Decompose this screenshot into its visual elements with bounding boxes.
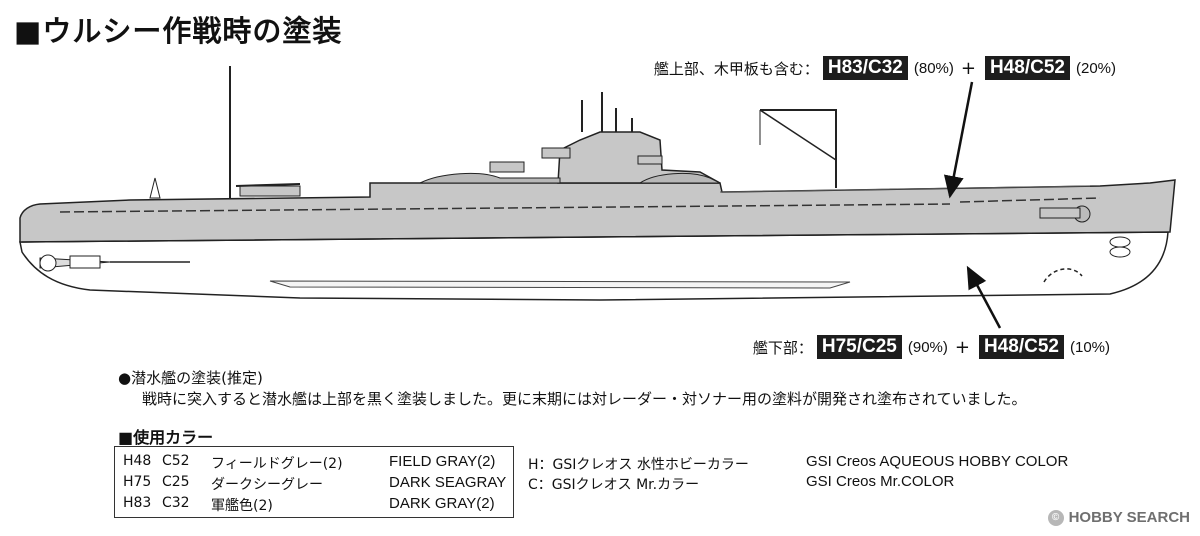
notes-body: 戦時に突入すると潜水艦は上部を黒く塗装しました。更に末期には対レーダー・対ソナー… (142, 390, 1027, 408)
bow-deck-line (719, 185, 1091, 193)
color-table: H48 C52 フィールドグレー(2) FIELD GRAY(2) H75 C2… (114, 446, 514, 518)
color-en-name: FIELD GRAY(2) (389, 453, 496, 470)
deck-dash-line-2 (959, 197, 1101, 203)
lower-hull (19, 231, 1169, 301)
lower-callout-label: 艦下部： (752, 338, 813, 357)
watermark-text: HOBBY SEARCH (1068, 509, 1190, 526)
upper-pct-2: (20%) (1075, 59, 1116, 77)
crane (760, 109, 837, 188)
color-jp-name: 軍艦色(2) (211, 498, 273, 514)
notes-heading: ●潜水艦の塗装(推定) (118, 369, 263, 387)
tower-gun-1 (489, 161, 525, 173)
color-jp-name: フィールドグレー(2) (211, 456, 343, 472)
color-h-code: H75 (123, 474, 152, 490)
upper-plus: + (960, 57, 976, 79)
propeller (39, 254, 57, 272)
watermark: © HOBBY SEARCH (1047, 509, 1190, 526)
color-c-code: C25 (162, 474, 190, 490)
upper-callout-label: 艦上部、木甲板も含む： (653, 59, 819, 78)
upper-hull (19, 179, 1176, 243)
color-c-code: C32 (162, 495, 190, 511)
lower-code-1: H75/C25 (816, 335, 902, 359)
page-title: ■ウルシー作戦時の塗装 (14, 14, 343, 48)
hangar-hump (419, 172, 561, 184)
color-h-code: H83 (123, 495, 152, 511)
color-en-name: DARK GRAY(2) (389, 495, 495, 512)
upper-pct-1: (80%) (913, 59, 954, 77)
waterline (21, 231, 1170, 243)
lower-plus: + (954, 336, 970, 358)
lower-pct-1: (90%) (907, 338, 948, 356)
legend-c-jp: C：GSIクレオス Mr.カラー (528, 477, 700, 493)
lower-callout-arrow (966, 265, 1002, 329)
upper-paint-callout: 艦上部、木甲板も含む： H83/C32 (80%) + H48/C52 (20%… (654, 56, 1118, 80)
stern-flagstaff (149, 177, 161, 199)
colors-heading: ■使用カラー (118, 428, 214, 447)
color-h-code: H48 (123, 453, 152, 469)
lower-paint-callout: 艦下部： H75/C25 (90%) + H48/C52 (10%) (753, 335, 1112, 359)
paint-notes: ●潜水艦の塗装(推定) 戦時に突入すると潜水艦は上部を黒く塗装しました。更に末期… (118, 368, 1027, 410)
lower-pct-2: (10%) (1069, 338, 1110, 356)
tower-gun-2 (541, 147, 571, 159)
color-en-name: DARK SEAGRAY (389, 474, 507, 491)
copyright-icon: © (1047, 509, 1064, 526)
legend-h-en: GSI Creos AQUEOUS HOBBY COLOR (806, 453, 1069, 470)
keel-streak (269, 280, 851, 289)
lower-code-2: H48/C52 (978, 335, 1064, 359)
legend-c-en: GSI Creos Mr.COLOR (806, 473, 955, 490)
upper-code-2: H48/C52 (984, 56, 1070, 80)
deck-dash-line (59, 203, 951, 213)
legend-h-jp: H：GSIクレオス 水性ホビーカラー (528, 457, 749, 473)
upper-code-1: H83/C32 (822, 56, 908, 80)
color-jp-name: ダークシーグレー (211, 477, 323, 493)
tower-gun-3 (637, 155, 663, 165)
aft-deck-gun (239, 185, 301, 197)
color-c-code: C52 (162, 453, 190, 469)
upper-callout-arrow (943, 81, 974, 199)
